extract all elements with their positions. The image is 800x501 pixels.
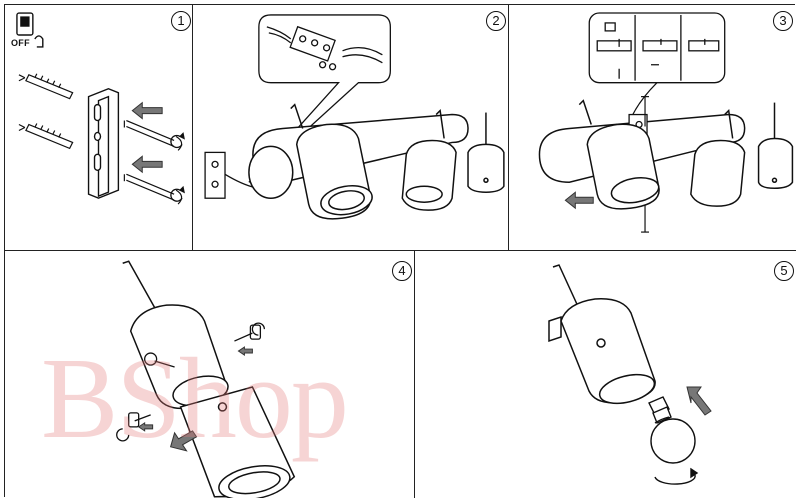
power-off-label: OFF	[11, 38, 30, 48]
arrow-left-icon	[132, 103, 162, 173]
arrow-icon	[687, 387, 711, 415]
mounting-sequence-callout	[589, 13, 724, 83]
step-1-panel: 1	[5, 5, 193, 251]
step-2-illustration	[193, 5, 508, 250]
step-4-illustration	[5, 251, 414, 498]
spotlight-right-icon	[468, 113, 504, 193]
step-5-panel: 5	[415, 251, 796, 498]
spotlight-lower-body-icon	[181, 387, 295, 498]
spotlight-right-icon	[759, 103, 793, 189]
step-1-illustration	[5, 5, 192, 250]
step-4-panel: 4	[5, 251, 415, 498]
mounting-bracket-icon	[89, 89, 119, 198]
spotlight-upper-body-icon	[123, 261, 231, 410]
step-3-panel: 3	[509, 5, 796, 251]
step-5-illustration	[415, 251, 796, 498]
arrow-left-icon	[565, 192, 593, 208]
wall-plug-bottom-icon	[19, 124, 73, 149]
wall-plug-top-icon	[19, 74, 73, 99]
rotate-icon	[655, 469, 697, 484]
step-3-illustration	[509, 5, 796, 250]
spotlight-icon	[549, 265, 657, 408]
instruction-sheet: 1	[4, 4, 795, 497]
light-bulb-icon	[649, 397, 695, 463]
spotlight-large-icon	[579, 101, 660, 209]
step-2-panel: 2	[193, 5, 509, 251]
